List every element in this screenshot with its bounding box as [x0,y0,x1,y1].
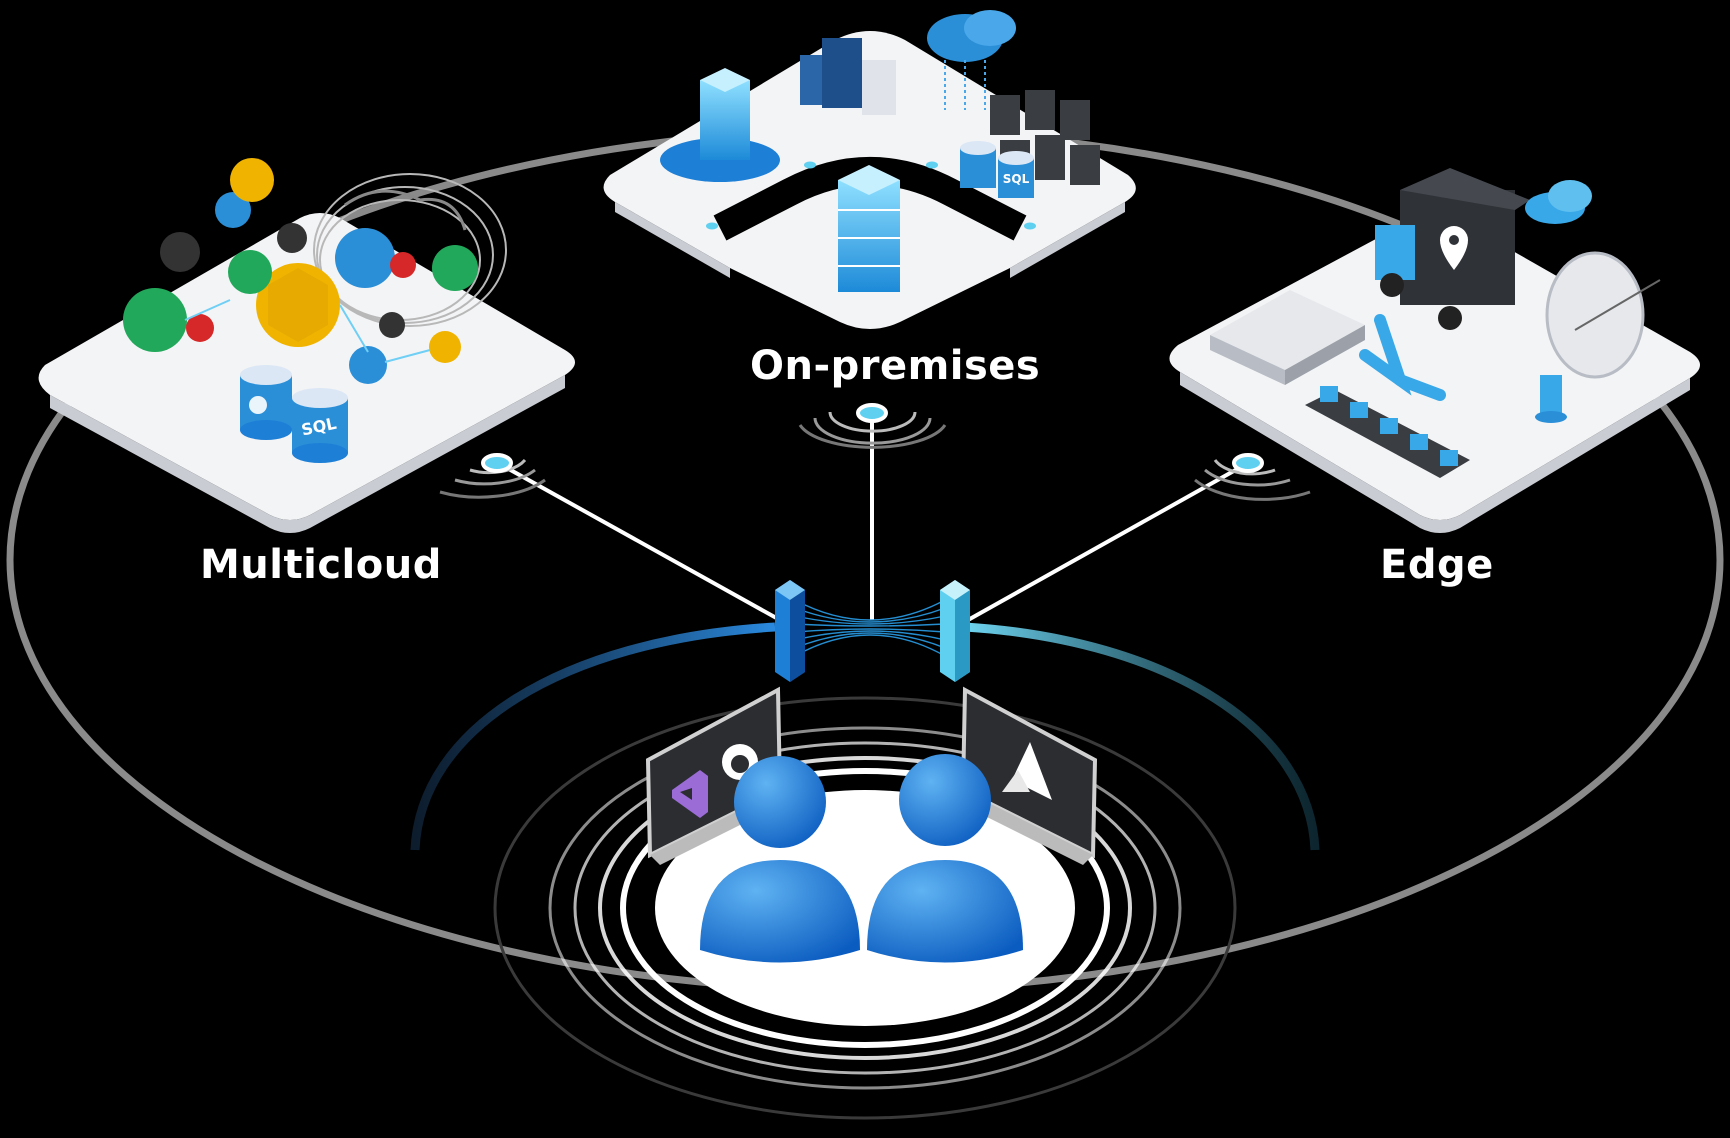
link-edge [967,461,1249,622]
service-gems [123,158,478,384]
label-on-premises: On-premises [750,343,1041,389]
user-right-icon [867,754,1023,963]
label-multicloud: Multicloud [200,542,442,588]
signal-node-on-premises [798,403,947,449]
gem-red [186,314,214,342]
gate-left [775,580,805,682]
inner-arc-left [410,622,776,851]
gem-black-3 [379,312,405,338]
appliance-icon [1210,290,1365,385]
delivery-truck-icon [1375,168,1530,330]
gem-green-2 [228,250,272,294]
label-edge: Edge [1380,542,1494,588]
link-multicloud [497,461,781,622]
user-left-icon [700,756,860,963]
visual-studio-icon [672,770,708,818]
conveyor-belt-icon [1305,386,1470,478]
cloud-icon [1525,180,1592,224]
signal-node-edge [1194,453,1311,501]
edge-platform [1169,168,1700,533]
gem-green [123,288,187,352]
gem-red-2 [390,252,416,278]
gem-blue-2 [215,192,251,228]
gem-yellow-2 [230,158,274,202]
datacenter-buildings-icon [800,38,896,115]
server-stack-center-icon [838,165,900,292]
gem-green-3 [432,245,478,291]
gem-black [160,232,200,272]
gem-blue [335,228,395,288]
gate-right [940,580,970,682]
satellite-dish-icon [1535,251,1661,423]
server-stack-cloud-icon [660,68,780,182]
sql-label-onprem: SQL [1003,172,1030,186]
gem-blue-3 [349,346,387,384]
monitor-azure [953,686,1098,865]
azure-icon [1002,742,1052,800]
users-group-icon [700,754,1023,963]
robot-arm-icon [1359,314,1446,401]
gem-yellow-3 [429,331,461,363]
database-sql-onprem-icon: SQL [960,141,1034,198]
multicloud-platform: SQL [38,158,576,533]
database-postgres-icon [240,365,292,440]
fiber-bundle [794,599,946,657]
on-premises-platform: SQL [603,10,1136,329]
database-sql-icon: SQL [292,388,348,463]
cloud-orbit-icon [313,173,507,327]
inner-arc-right [964,622,1320,851]
cloud-data-icon [927,10,1016,110]
signal-node-multicloud [439,453,546,499]
gem-black-2 [277,223,307,253]
inner-rings [410,622,1320,1120]
user-platform [655,790,1075,1026]
